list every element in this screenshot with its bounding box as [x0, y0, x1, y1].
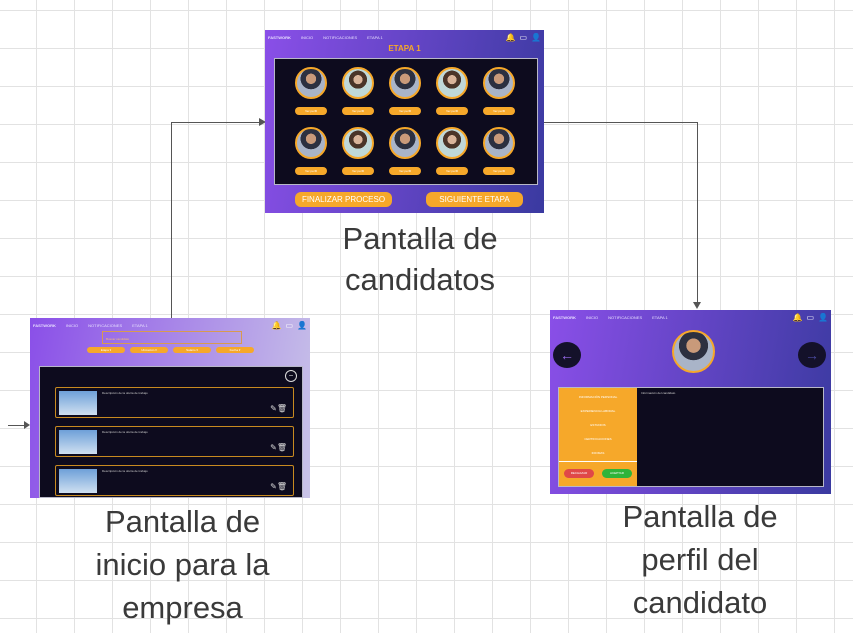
- nav-bar: FASTWORK INICIO NOTIFICACIONES ETAPA 1 🔔…: [268, 32, 541, 42]
- nav-item[interactable]: ETAPA 1: [652, 314, 668, 320]
- candidate-avatar[interactable]: [483, 127, 515, 159]
- edit-icon[interactable]: ✎: [270, 443, 277, 452]
- logo: FASTWORK: [268, 34, 291, 40]
- nav-bar: FASTWORK INICIO NOTIFICACIONES ETAPA 1 🔔…: [553, 312, 828, 322]
- chat-icon[interactable]: ▭: [285, 320, 294, 330]
- finish-process-button[interactable]: FINALIZAR PROCESO: [295, 192, 392, 207]
- home-screen: FASTWORK INICIO NOTIFICACIONES ETAPA 1 🔔…: [30, 318, 310, 498]
- bell-icon[interactable]: 🔔: [505, 32, 516, 42]
- candidate-profile-button[interactable]: Ver perfil: [436, 167, 468, 175]
- connector-home-to-candidates: [171, 122, 172, 318]
- candidate-avatar[interactable]: [295, 127, 327, 159]
- profile-details: Información del candidato: [641, 391, 676, 395]
- candidate-profile-button[interactable]: Ver perfil: [295, 107, 327, 115]
- reject-button[interactable]: RECHAZAR: [564, 469, 594, 478]
- candidate-profile-button[interactable]: Ver perfil: [295, 167, 327, 175]
- menu-item[interactable]: IDIOMAS: [559, 444, 637, 462]
- add-icon[interactable]: −: [285, 370, 297, 382]
- user-icon[interactable]: 👤: [818, 312, 828, 322]
- chat-icon[interactable]: ▭: [806, 312, 815, 322]
- nav-bar: FASTWORK INICIO NOTIFICACIONES ETAPA 1 🔔…: [33, 320, 307, 330]
- prev-arrow-icon[interactable]: ←: [553, 342, 581, 368]
- edit-icon[interactable]: ✎: [270, 404, 277, 413]
- nav-item[interactable]: INICIO: [300, 34, 314, 40]
- candidate-profile-button[interactable]: Ver perfil: [436, 107, 468, 115]
- candidate-profile-button[interactable]: Ver perfil: [342, 167, 374, 175]
- arrowhead-icon: [24, 421, 30, 429]
- candidate-avatar: [672, 330, 715, 373]
- candidate-profile-button[interactable]: Ver perfil: [389, 167, 421, 175]
- candidate-profile-button[interactable]: Ver perfil: [342, 107, 374, 115]
- connector-incoming: [8, 425, 26, 426]
- chat-icon[interactable]: ▭: [519, 32, 528, 42]
- candidate-avatar[interactable]: [342, 67, 374, 99]
- accept-button[interactable]: ACEPTAR: [602, 469, 632, 478]
- post-thumbnail: [59, 430, 97, 454]
- filter-dropdown[interactable]: Fecha ▾: [216, 347, 254, 353]
- candidates-screen: FASTWORK INICIO NOTIFICACIONES ETAPA 1 🔔…: [265, 30, 544, 213]
- nav-item[interactable]: INICIO: [65, 322, 79, 328]
- posts-panel: − Descripción de la oferta de trabajo✎🗑 …: [39, 366, 303, 498]
- nav-item[interactable]: INICIO: [585, 314, 599, 320]
- nav-item[interactable]: ETAPA 1: [367, 34, 383, 40]
- user-icon[interactable]: 👤: [297, 320, 307, 330]
- nav-item[interactable]: ETAPA 1: [132, 322, 148, 328]
- edit-icon[interactable]: ✎: [270, 482, 277, 491]
- candidate-avatar[interactable]: [342, 127, 374, 159]
- logo: FASTWORK: [33, 322, 56, 328]
- filter-dropdown[interactable]: Ubicación ▾: [130, 347, 168, 353]
- connector-candidates-to-profile: [697, 122, 698, 303]
- next-arrow-icon[interactable]: →: [798, 342, 826, 368]
- trash-icon[interactable]: 🗑: [276, 482, 287, 491]
- connector-home-to-candidates: [171, 122, 261, 123]
- next-stage-button[interactable]: SIGUIENTE ETAPA: [426, 192, 523, 207]
- post-thumbnail: [59, 391, 97, 415]
- user-icon[interactable]: 👤: [531, 32, 541, 42]
- logo: FASTWORK: [553, 314, 576, 320]
- candidate-avatar[interactable]: [389, 127, 421, 159]
- nav-item[interactable]: NOTIFICACIONES: [323, 34, 358, 40]
- nav-item[interactable]: NOTIFICACIONES: [608, 314, 643, 320]
- filter-dropdown[interactable]: Etapa ▾: [87, 347, 125, 353]
- candidate-profile-button[interactable]: Ver perfil: [389, 107, 421, 115]
- candidate-avatar[interactable]: [436, 67, 468, 99]
- bell-icon[interactable]: 🔔: [271, 320, 282, 330]
- post-thumbnail: [59, 469, 97, 493]
- profile-screen: FASTWORK INICIO NOTIFICACIONES ETAPA 1 🔔…: [550, 310, 831, 494]
- nav-item[interactable]: NOTIFICACIONES: [88, 322, 123, 328]
- candidate-profile-button[interactable]: Ver perfil: [483, 107, 515, 115]
- post-card[interactable]: Descripción de la oferta de trabajo✎🗑: [55, 465, 294, 496]
- profile-menu: INFORMACIÓN PERSONAL EXPERIENCIA LABORAL…: [559, 388, 637, 486]
- stage-title: ETAPA 1: [388, 44, 421, 53]
- candidate-profile-button[interactable]: Ver perfil: [483, 167, 515, 175]
- post-card[interactable]: Descripción de la oferta de trabajo✎🗑: [55, 387, 294, 418]
- filter-dropdown[interactable]: Salario ▾: [173, 347, 211, 353]
- post-card[interactable]: Descripción de la oferta de trabajo✎🗑: [55, 426, 294, 457]
- arrowhead-icon: [259, 118, 266, 126]
- trash-icon[interactable]: 🗑: [276, 404, 287, 413]
- bell-icon[interactable]: 🔔: [792, 312, 803, 322]
- profile-panel: INFORMACIÓN PERSONAL EXPERIENCIA LABORAL…: [558, 387, 824, 487]
- search-input[interactable]: Buscar candidato: [102, 331, 242, 344]
- candidate-avatar[interactable]: [436, 127, 468, 159]
- arrowhead-icon: [693, 302, 701, 309]
- candidate-avatar[interactable]: [295, 67, 327, 99]
- candidate-avatar[interactable]: [483, 67, 515, 99]
- candidate-avatar[interactable]: [389, 67, 421, 99]
- connector-candidates-to-profile: [543, 122, 698, 123]
- trash-icon[interactable]: 🗑: [276, 443, 287, 452]
- filter-bar: Etapa ▾ Ubicación ▾ Salario ▾ Fecha ▾: [87, 347, 254, 353]
